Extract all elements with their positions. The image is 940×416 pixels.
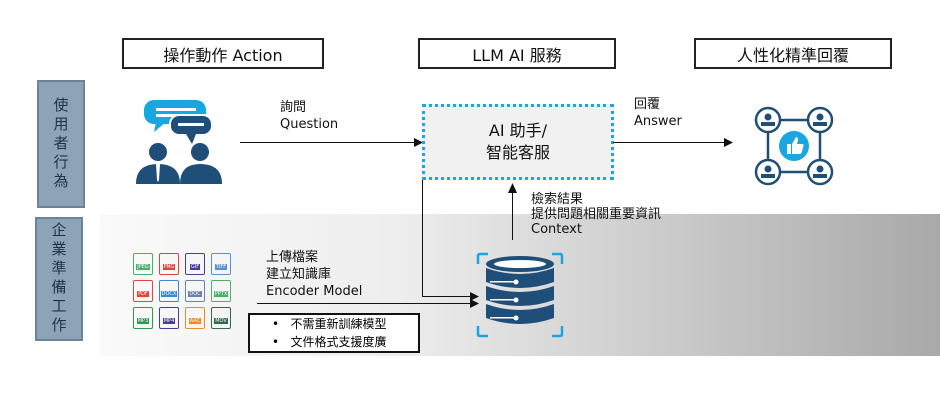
bullet-item: • 不需重新訓練模型 (272, 317, 387, 331)
side-user-behavior: 使用者行為 (37, 80, 85, 208)
side-enterprise-prep: 企業準備工作 (35, 217, 83, 341)
file-mp3-icon: MP3 (133, 307, 153, 329)
upload-l3: Encoder Model (266, 284, 363, 299)
benefits-box: • 不需重新訓練模型 • 文件格式支援度廣 (248, 313, 420, 353)
file-mp4-icon: MP4 (159, 307, 179, 329)
bullet-text: 不需重新訓練模型 (290, 317, 387, 331)
question-arrow (240, 142, 416, 143)
header-llm: LLM AI 服務 (418, 38, 616, 69)
answer-label: 回覆 Answer (634, 96, 682, 130)
arrowhead-icon (414, 138, 423, 147)
context-l2: 提供問題相關重要資訊 (531, 207, 662, 222)
context-l1: 檢索結果 (531, 192, 584, 207)
file-aac-icon: AAC (185, 307, 205, 329)
file-tiff-icon: TIFF (211, 253, 231, 275)
arrowhead-icon (724, 138, 733, 147)
context-arrow (512, 190, 513, 240)
ai-assistant-box: AI 助手/ 智能客服 (422, 104, 614, 180)
arrowhead-up-icon (508, 183, 517, 193)
header-result: 人性化精準回覆 (694, 38, 892, 69)
answer-zh: 回覆 (634, 97, 661, 112)
arrowhead-icon (470, 292, 479, 301)
file-pptx-icon: PPTX (211, 280, 231, 302)
ai-box-line2: 智能客服 (485, 143, 550, 162)
file-mov-icon: MOV (211, 307, 231, 329)
header-action: 操作動作 Action (122, 38, 324, 69)
upload-arrow (257, 303, 472, 304)
ai-box-line1: AI 助手/ (488, 121, 548, 140)
upload-label: 上傳檔案 建立知識庫 Encoder Model (266, 249, 362, 300)
upload-l2: 建立知識庫 (266, 267, 332, 282)
file-pdf-icon: PDF (133, 280, 153, 302)
file-doc-icon: DOC (185, 280, 205, 302)
connector-line (422, 142, 423, 297)
arrowhead-icon (470, 299, 479, 308)
bullet-text: 文件格式支援度廣 (290, 335, 387, 349)
answer-en: Answer (634, 114, 682, 129)
answer-arrow (613, 142, 725, 143)
file-format-grid: JPEG PNG GIF TIFF PDF DOCX DOC PPTX MP3 MP4 AAC MOV (133, 253, 233, 333)
question-en: Question (280, 117, 339, 132)
file-png-icon: PNG (159, 253, 179, 275)
context-l3: Context (531, 222, 582, 237)
context-label: 檢索結果 提供問題相關重要資訊 Context (531, 192, 661, 237)
question-zh: 詢問 (280, 100, 307, 115)
upload-l1: 上傳檔案 (266, 250, 319, 265)
file-jpeg-icon: JPEG (133, 253, 153, 275)
connector-line (422, 296, 472, 297)
community-thumbs-up-icon (754, 106, 834, 186)
conversation-people-icon (136, 100, 222, 184)
bullet-item: • 文件格式支援度廣 (272, 335, 387, 349)
file-gif-icon: GIF (185, 253, 205, 275)
file-docx-icon: DOCX (159, 280, 179, 302)
database-icon (476, 252, 564, 338)
question-label: 詢問 Question (280, 99, 338, 133)
